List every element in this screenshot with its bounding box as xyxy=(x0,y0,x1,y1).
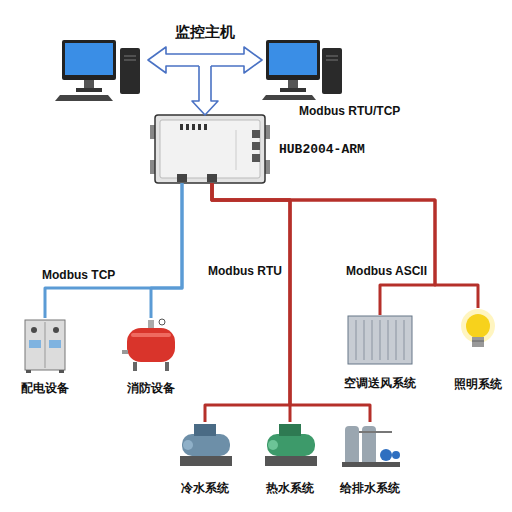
chiller-icon xyxy=(180,424,232,466)
gateway-device: HUB2004-ARM xyxy=(155,115,265,183)
gateway-device-icon xyxy=(150,115,270,183)
protocol-label: Modbus TCP xyxy=(40,268,117,283)
device-label: 冷水系统 xyxy=(181,480,229,496)
device-label: 热水系统 xyxy=(266,480,314,496)
cabinet-icon xyxy=(25,320,65,373)
device-label: 空调送风系统 xyxy=(344,375,416,391)
device-label: 消防设备 xyxy=(127,380,175,396)
bus-wire xyxy=(212,183,290,422)
computer-icon xyxy=(262,40,342,100)
device-node: 照明系统 xyxy=(450,308,506,392)
fire-tank-icon xyxy=(122,319,175,371)
air-unit-icon xyxy=(348,316,412,364)
device-node: 给排水系统 xyxy=(335,422,405,496)
protocol-label: Modbus ASCII xyxy=(344,264,429,279)
protocol-label: Modbus RTU xyxy=(206,264,284,279)
device-label: 配电设备 xyxy=(21,380,69,396)
device-node: 热水系统 xyxy=(259,422,321,496)
protocol-label: Modbus RTU/TCP xyxy=(297,104,402,119)
host-group: 监控主机 xyxy=(145,22,265,66)
bulb-icon xyxy=(461,309,495,347)
device-name: HUB2004-ARM xyxy=(279,142,365,157)
device-label: 给排水系统 xyxy=(340,480,400,496)
water-pump-icon xyxy=(342,426,400,467)
device-label: 照明系统 xyxy=(454,376,502,392)
heater-icon xyxy=(265,424,317,466)
bus-wire xyxy=(212,183,435,315)
device-node: 配电设备 xyxy=(15,318,75,396)
block-arrow xyxy=(192,66,218,115)
group-title: 监控主机 xyxy=(175,22,235,41)
bus-wire xyxy=(212,183,478,308)
bus-wire xyxy=(45,183,182,318)
device-node: 冷水系统 xyxy=(174,422,236,496)
device-node: 空调送风系统 xyxy=(340,315,420,391)
computer-icon xyxy=(55,40,140,101)
bus-wire xyxy=(205,183,290,422)
device-node: 消防设备 xyxy=(121,318,181,396)
bus-wire xyxy=(151,183,182,318)
